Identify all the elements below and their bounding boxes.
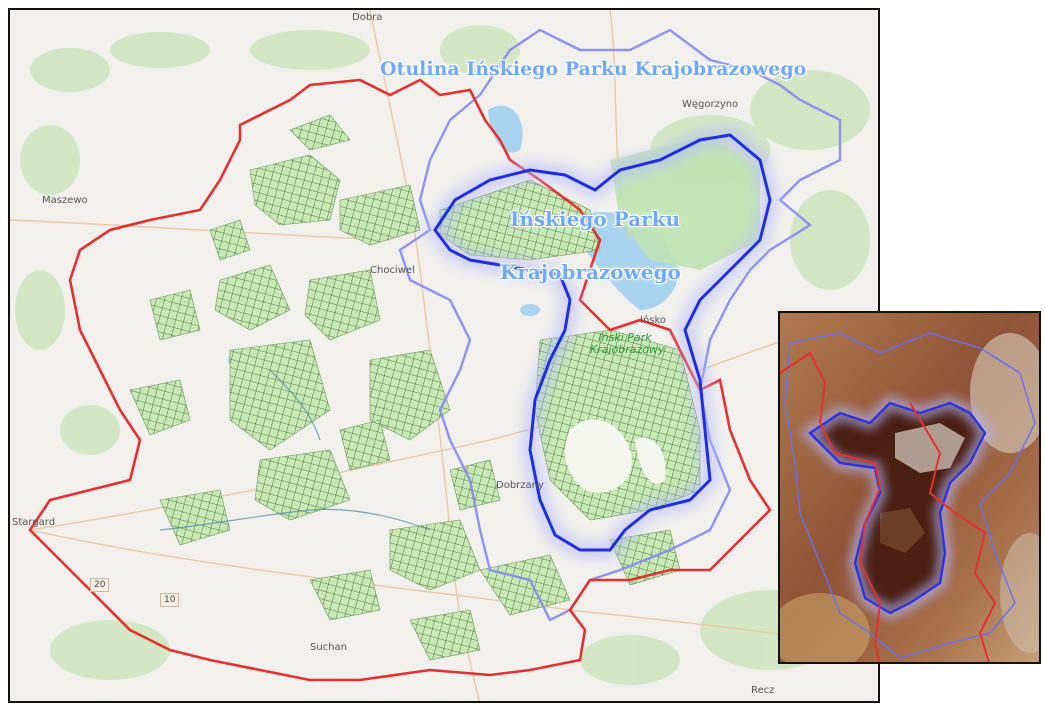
place-dobra: Dobra (352, 12, 383, 23)
main-map: Dobra Węgorzyno Maszewo Chociwel Ińsko D… (8, 8, 880, 703)
park-boundary (433, 133, 772, 552)
inset-buffer-boundary (784, 332, 1036, 659)
place-dobrzany: Dobrzany (496, 480, 544, 491)
commune-boundary (28, 78, 772, 682)
place-stargard: Stargard (12, 517, 56, 528)
park-clearing (565, 419, 632, 493)
inset-canvas (780, 313, 1039, 662)
place-suchan: Suchan (310, 642, 347, 653)
map-canvas (10, 10, 878, 701)
park-name-green: Iński Park Krajobrazowy (590, 331, 665, 356)
inset-elevation-map (778, 311, 1041, 664)
inset-commune-boundary (780, 351, 882, 662)
lakes (228, 105, 679, 417)
forest-areas (129, 114, 681, 661)
park-title-line2: Krajobrazowego (500, 260, 681, 284)
rivers (159, 369, 431, 531)
road-number-10: 10 (160, 593, 180, 607)
place-insko: Ińsko (640, 315, 667, 326)
park-green-line1: Iński Park (598, 331, 652, 344)
place-maszewo: Maszewo (42, 195, 88, 206)
park-green-line2: Krajobrazowy (590, 343, 665, 356)
road-number-20: 20 (90, 578, 110, 592)
buffer-zone-title: Otulina Ińskiego Parku Krajobrazowego (380, 58, 807, 80)
place-wegorzyno: Węgorzyno (682, 99, 739, 110)
place-recz: Recz (751, 685, 775, 696)
place-chociwel: Chociwel (370, 265, 415, 276)
park-title-line1: Ińskiego Parku (510, 207, 681, 231)
